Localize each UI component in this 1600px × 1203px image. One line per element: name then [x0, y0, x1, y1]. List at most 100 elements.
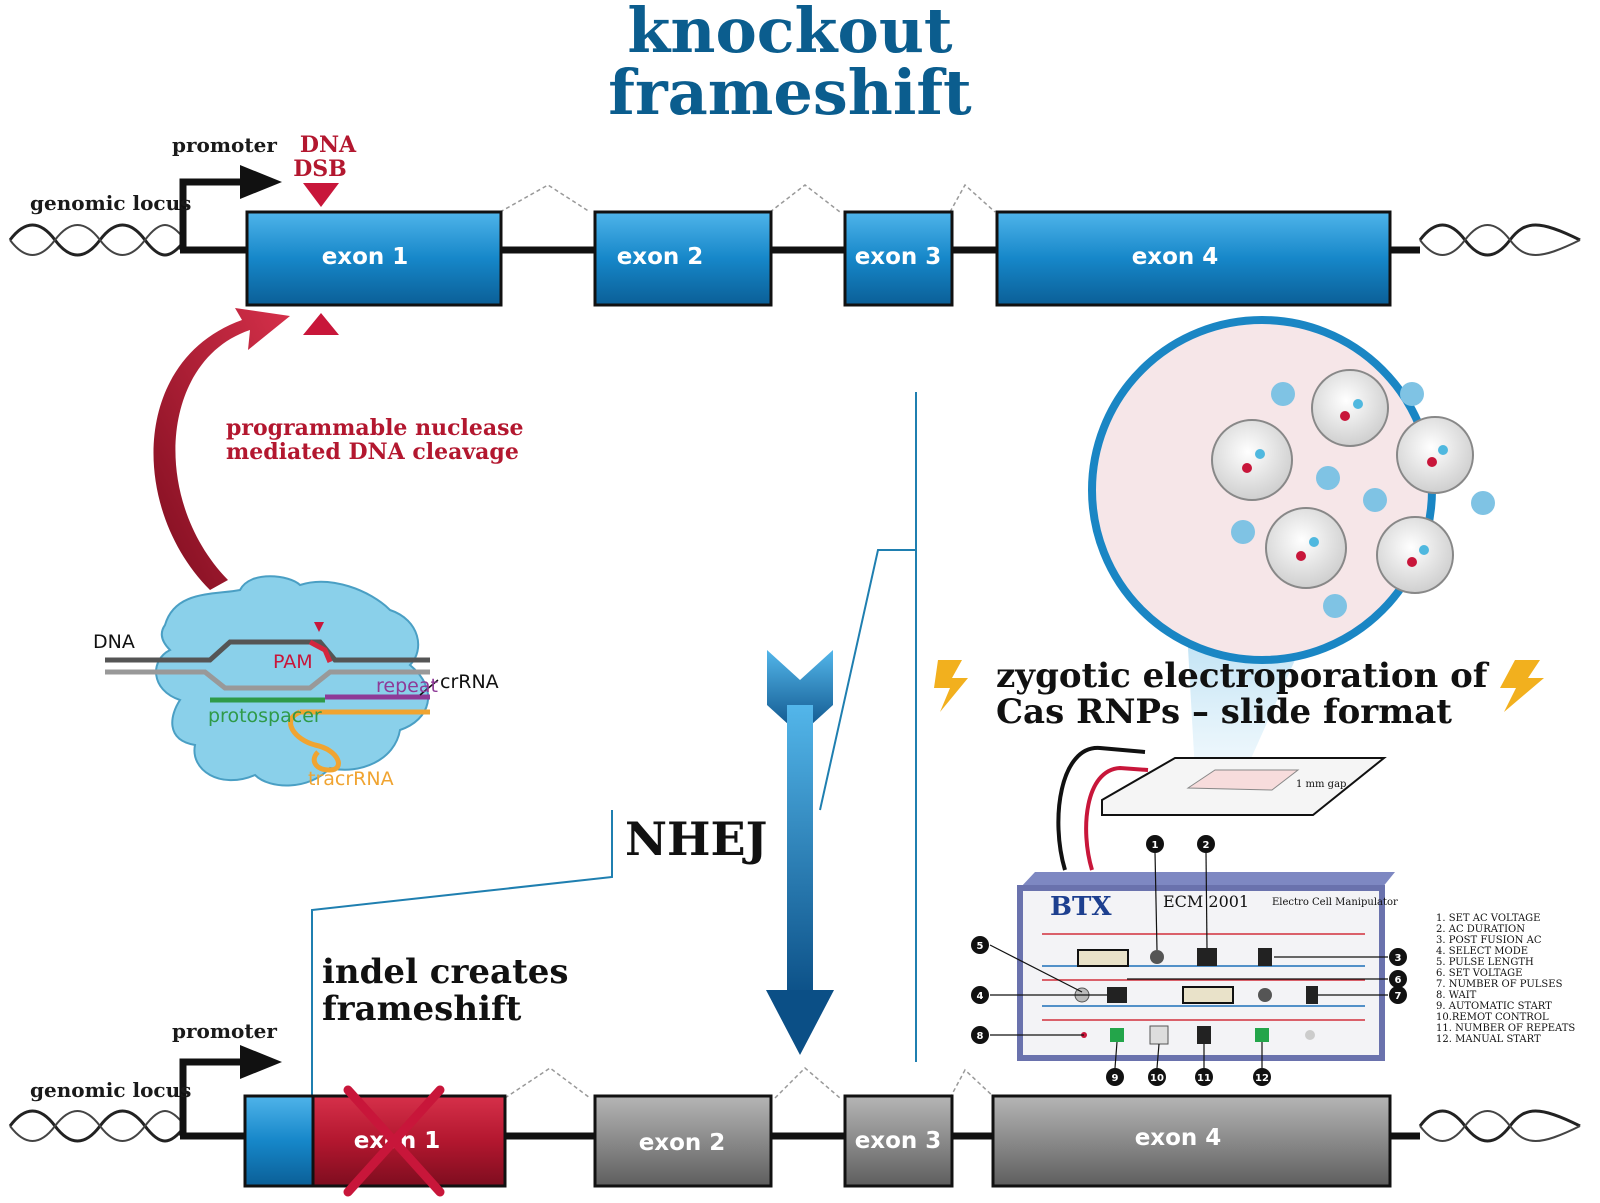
exon-2-label: exon 2: [617, 244, 704, 270]
button-automatic-start: [1110, 1028, 1124, 1042]
callout-number: 10: [1150, 1073, 1164, 1084]
callout-number: 7: [1395, 991, 1402, 1002]
legend-item: 9. AUTOMATIC START: [1436, 1001, 1552, 1012]
callout-badge: [971, 1026, 989, 1044]
nuclease-label-line2: mediated DNA cleavage: [226, 439, 519, 465]
rnp-particles: [1231, 382, 1495, 618]
dna-strand-bottom: [105, 669, 430, 691]
callout-badge: [1195, 1068, 1213, 1086]
cleavage-curve-arrow: [153, 308, 290, 590]
pam-cut-marker: [314, 622, 324, 632]
zygote-slide-view: [1088, 316, 1495, 772]
callout-badge: [971, 986, 989, 1004]
callout-badge: [1106, 1068, 1124, 1086]
dna-helix-left-strand2: [9, 224, 186, 256]
switch-set-voltage: [1107, 987, 1127, 1003]
callout-badge: [1253, 1068, 1271, 1086]
cas-protein-blob: [155, 575, 429, 787]
dna-helix-right-strand2: [1419, 224, 1581, 256]
callout-leader: [989, 944, 1083, 993]
callout-number: 6: [1395, 975, 1402, 986]
device-brand: BTX: [1050, 892, 1112, 922]
connector-line-lower: [311, 810, 613, 1095]
legend-item: 11. NUMBER OF REPEATS: [1436, 1023, 1575, 1034]
promoter-arrowhead-bottom: [240, 1045, 282, 1079]
knob-number-of-pulses: [1258, 988, 1272, 1002]
display-voltage: [1182, 986, 1234, 1004]
exon-3-label: exon 3: [855, 244, 942, 270]
top-locus: promoter genomic locus DNA DSB exon 1 ex…: [8, 132, 1581, 335]
promoter-label-bottom: promoter: [172, 1019, 277, 1043]
callout-number: 8: [977, 1031, 984, 1042]
dna-helix-right-bottom: [1418, 1109, 1581, 1143]
callout-leader: [1154, 851, 1158, 951]
legend-item: 5. PULSE LENGTH: [1436, 957, 1534, 968]
switch-select-mode: [1258, 948, 1272, 966]
exon-1-block: [245, 210, 503, 307]
rnp-particle: [1363, 488, 1387, 512]
exon-1-bottom-intact-part: [243, 1094, 315, 1188]
nhej-arrow: [766, 650, 834, 1055]
splice-line-1: [499, 184, 591, 213]
device-top-face: [1020, 872, 1395, 888]
indel-label-line2: frameshift: [322, 989, 522, 1029]
callout-badge: [1148, 1068, 1166, 1086]
callout-badge: [1146, 835, 1164, 853]
cas-protospacer-label: protospacer: [208, 705, 322, 727]
dna-helix-right: [1418, 223, 1581, 257]
exon-3-block: [843, 210, 954, 307]
promoter-arrowhead: [240, 165, 282, 199]
zygote-cell: [1396, 416, 1474, 494]
cable-red: [1084, 765, 1149, 871]
dna-helix-right-bottom-strand2: [1419, 1110, 1581, 1142]
callout-number: 9: [1112, 1073, 1119, 1084]
nhej-arrow-fletching: [767, 650, 833, 735]
dna-helix-left-bottom-strand2: [9, 1110, 186, 1142]
knockout-x-mark: [343, 1085, 445, 1197]
callout-badge: [1389, 986, 1407, 1004]
cas-crrna-label: crRNA: [440, 671, 499, 693]
promoter-arrow: [179, 178, 245, 250]
callout-badge: [971, 936, 989, 954]
callout-number: 4: [977, 991, 984, 1002]
zygote-cell: [1211, 419, 1293, 501]
callout-badge: [1389, 948, 1407, 966]
switch-wait: [1306, 986, 1318, 1004]
exon-4-bottom-block: [991, 1094, 1392, 1188]
switch-post-fusion: [1197, 948, 1217, 966]
dsb-marker-top: [303, 183, 339, 207]
title-line1: knockout: [627, 0, 953, 67]
device-subtitle: Electro Cell Manipulator: [1272, 897, 1398, 908]
legend-item: 4. SELECT MODE: [1436, 946, 1528, 957]
button-manual-start: [1255, 1028, 1269, 1042]
promoter-label: promoter: [172, 133, 277, 157]
cas-complex: DNA PAM repeat crRNA protospacer tracrRN…: [93, 575, 499, 790]
exon-4-label: exon 4: [1132, 244, 1219, 270]
zygote-cell: [1265, 507, 1347, 589]
rnp-particle: [1271, 382, 1295, 406]
electroporation-label-line2: Cas RNPs – slide format: [996, 692, 1452, 732]
splice-line-bottom-2: [774, 1066, 841, 1099]
slide-gap-label: 1 mm gap: [1296, 779, 1346, 790]
lightning-bolt-right-icon: [1500, 660, 1544, 712]
exon-3-bottom-block: [843, 1094, 954, 1188]
cas-dna-label: DNA: [93, 631, 135, 653]
nhej-label: NHEJ: [625, 812, 767, 866]
callout-badge: [1197, 835, 1215, 853]
display-ac-voltage: [1077, 949, 1129, 967]
legend-item: 6. SET VOLTAGE: [1436, 968, 1522, 979]
tracrrna-strand: [288, 709, 430, 773]
rnp-particle: [1316, 466, 1340, 490]
splice-line-2: [769, 184, 841, 213]
exon-2-bottom-label: exon 2: [639, 1130, 726, 1156]
exon-4-bottom-label: exon 4: [1135, 1125, 1222, 1151]
ecm-device: BTX ECM 2001 Electro Cell Manipulator: [1017, 872, 1398, 1061]
rnp-particle: [1323, 594, 1347, 618]
nhej-arrow-shaft: [787, 705, 813, 1000]
callout-leader: [1114, 1041, 1118, 1069]
callout-number: 12: [1255, 1073, 1269, 1084]
pam-segment: [308, 639, 333, 663]
bottom-locus: promoter genomic locus exon 1 exon 2 exo…: [8, 1019, 1581, 1197]
rnp-particle: [1400, 382, 1424, 406]
